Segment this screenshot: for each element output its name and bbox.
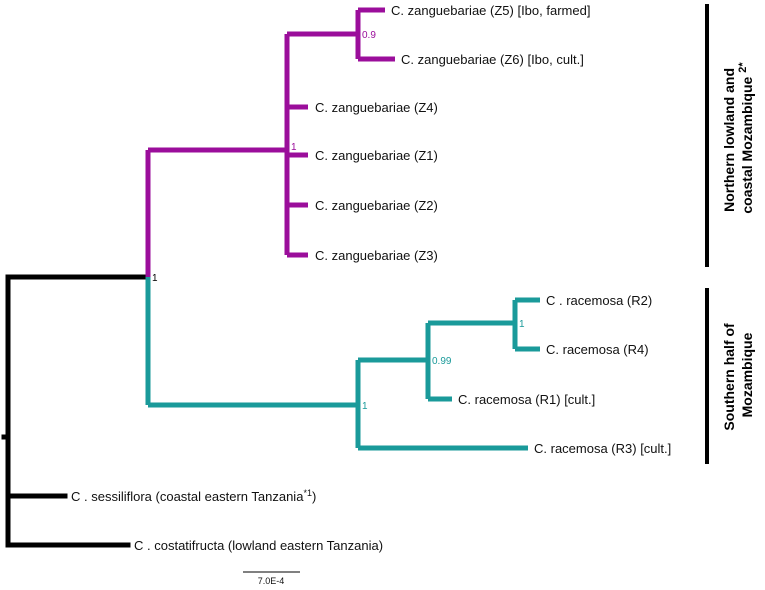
support-r-inner: 0.99 [432, 356, 452, 367]
leaf-label-sessiliflora-name: C . sessiliflora (coastal eastern Tanzan… [71, 489, 304, 504]
southern-region-line1: Southern half of [721, 323, 737, 431]
leaf-label-z4: C. zanguebariae (Z4) [315, 100, 438, 115]
outgroup-branches [1, 274, 151, 548]
support-z5-z6: 0.9 [362, 30, 376, 41]
leaf-label-sessiliflora-suffix: ) [312, 489, 316, 504]
leaf-labels: C. zanguebariae (Z5) [Ibo, farmed] C. za… [71, 3, 671, 553]
support-r2-r4: 1 [519, 319, 525, 330]
southern-clade-branches [145, 277, 540, 451]
leaf-label-z6: C. zanguebariae (Z6) [Ibo, cult.] [401, 52, 584, 67]
leaf-label-r1: C. racemosa (R1) [cult.] [458, 392, 595, 407]
leaf-label-z2: C. zanguebariae (Z2) [315, 198, 438, 213]
leaf-label-r4: C. racemosa (R4) [546, 342, 649, 357]
leaf-label-sessiliflora-sup: *1 [303, 488, 312, 498]
scale-bar-label: 7.0E-4 [258, 576, 285, 586]
leaf-label-r2: C . racemosa (R2) [546, 293, 652, 308]
northern-region-line1: Northern lowland and [721, 68, 737, 212]
leaf-label-z5: C. zanguebariae (Z5) [Ibo, farmed] [391, 3, 590, 18]
leaf-label-costatifructa: C . costatifructa (lowland eastern Tanza… [134, 538, 383, 553]
northern-region-sup: 2* [737, 62, 749, 73]
leaf-label-r3: C. racemosa (R3) [cult.] [534, 441, 671, 456]
northern-clade-branches [145, 7, 395, 277]
support-values: 0.9 1 1 1 0.99 1 [152, 30, 525, 412]
southern-region-label: Southern half of Mozambique [721, 319, 755, 430]
leaf-label-z3: C. zanguebariae (Z3) [315, 248, 438, 263]
support-root-ingroup: 1 [152, 273, 158, 284]
leaf-label-z1: C. zanguebariae (Z1) [315, 148, 438, 163]
support-racemosa: 1 [362, 401, 368, 412]
northern-region-label: Northern lowland and coastal Mozambique … [721, 62, 755, 214]
southern-region-line2: Mozambique [739, 332, 755, 417]
scale-bar: 7.0E-4 [243, 571, 300, 586]
northern-region-line2-text: coastal Mozambique [739, 73, 755, 214]
support-zanguebariae: 1 [291, 142, 297, 153]
northern-region-line2: coastal Mozambique 2* [737, 62, 755, 214]
leaf-label-sessiliflora: C . sessiliflora (coastal eastern Tanzan… [71, 488, 316, 504]
